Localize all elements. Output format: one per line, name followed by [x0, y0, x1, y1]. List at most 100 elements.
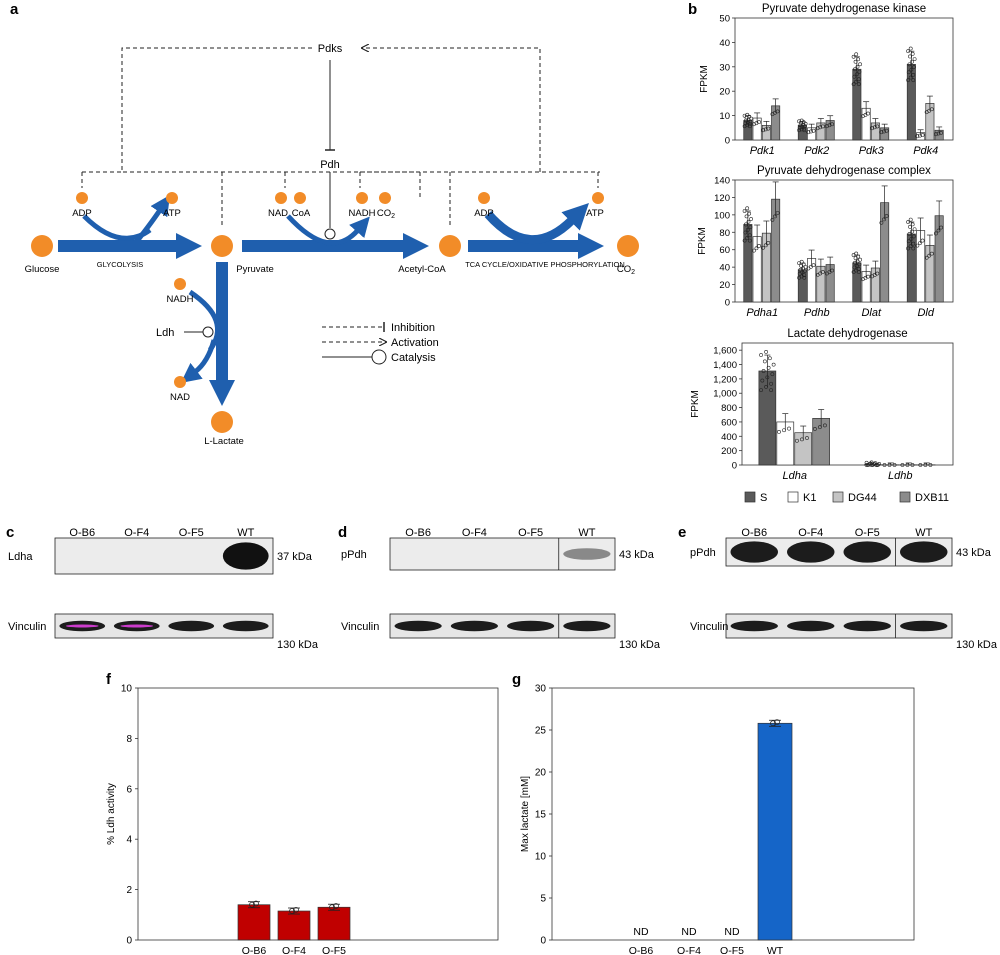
data-point — [761, 369, 766, 373]
data-point — [745, 227, 750, 232]
x-tick-label: O-F5 — [322, 945, 346, 955]
data-point — [908, 217, 913, 222]
blot-label-top: Ldha — [8, 551, 33, 563]
data-point — [817, 425, 822, 430]
acetylcoa-label: Acetyl-CoA — [398, 264, 446, 275]
data-point — [827, 123, 832, 128]
data-point — [882, 217, 886, 222]
y-tick-label: 0 — [725, 298, 730, 309]
data-point — [906, 246, 911, 251]
data-point — [249, 901, 255, 908]
data-point — [918, 241, 922, 245]
lane-label-O-F5: O-F5 — [518, 527, 543, 539]
y-axis-label: FPKM — [699, 65, 710, 93]
pdh-label: Pdh — [320, 159, 340, 171]
data-point — [763, 127, 768, 132]
blot-label-bottom: Vinculin — [690, 621, 728, 633]
data-point — [747, 211, 752, 216]
data-point — [747, 114, 752, 119]
data-point — [910, 51, 915, 56]
data-point — [856, 57, 861, 62]
y-tick-label: 1,600 — [713, 346, 737, 357]
panel-letter-a: a — [10, 1, 19, 18]
data-point — [745, 112, 750, 117]
data-point — [777, 429, 781, 434]
data-point — [830, 268, 834, 273]
band — [222, 620, 269, 632]
value-label: ND — [633, 926, 649, 938]
data-point — [920, 238, 925, 243]
lane-label-WT: WT — [915, 527, 932, 539]
data-point — [289, 908, 295, 914]
atp1-label: ATP — [163, 208, 181, 219]
data-point — [751, 248, 756, 253]
nadh-top-node — [356, 192, 368, 204]
lane-label-O-F4: O-F4 — [462, 527, 487, 539]
lane-label-WT: WT — [237, 527, 254, 539]
data-point — [766, 126, 771, 131]
data-point — [818, 125, 823, 130]
data-point — [920, 133, 925, 137]
data-point — [928, 463, 933, 467]
y-tick-label: 5 — [540, 894, 546, 905]
data-point — [769, 388, 774, 393]
y-tick-label: 200 — [721, 446, 737, 457]
data-point — [815, 126, 820, 131]
atp2-label: ATP — [586, 208, 604, 219]
data-point — [858, 257, 862, 262]
data-point — [782, 428, 786, 433]
data-point — [761, 245, 766, 250]
data-point — [918, 133, 922, 138]
data-point — [936, 228, 941, 233]
y-tick-label: 2 — [126, 885, 132, 896]
y-tick-label: 40 — [719, 38, 730, 49]
data-point — [870, 126, 875, 131]
metabolite-labels: Glucose Pyruvate Acetyl-CoA CO2 L-Lactat… — [25, 208, 636, 447]
data-point — [766, 240, 771, 245]
y-tick-label: 8 — [126, 734, 132, 745]
data-point — [857, 69, 862, 74]
y-tick-label: 1,000 — [713, 389, 737, 400]
data-point — [884, 128, 889, 133]
metabolites — [31, 192, 639, 433]
data-point — [773, 214, 777, 219]
data-point — [900, 463, 905, 467]
data-point — [907, 232, 912, 236]
band — [900, 541, 948, 563]
lane-label-WT: WT — [578, 527, 595, 539]
data-point — [747, 124, 752, 129]
y-tick-label: 120 — [714, 193, 730, 204]
regulation-lines — [81, 48, 600, 225]
chart-title: Lactate dehydrogenase — [787, 328, 907, 340]
data-point — [825, 124, 829, 129]
data-point — [749, 217, 753, 221]
data-point — [830, 122, 834, 127]
atp1-node — [166, 192, 178, 204]
data-point — [770, 372, 775, 377]
panel-letter-e: e — [678, 524, 686, 541]
y-tick-label: 0 — [540, 936, 546, 947]
data-point — [854, 79, 859, 84]
x-tick-label: WT — [767, 945, 784, 955]
band — [730, 541, 778, 563]
panel-letter-f: f — [106, 671, 112, 688]
data-point — [763, 243, 768, 248]
data-point — [823, 423, 827, 428]
lactate-label: L-Lactate — [204, 436, 244, 447]
chart-max-lactate: Max lactate [mM]051015202530O-B6NDO-F4ND… — [520, 684, 915, 955]
glycolysis-label: GLYCOLYSIS — [97, 260, 143, 269]
legend-swatch-DG44 — [832, 491, 844, 503]
data-point — [915, 134, 920, 139]
co2-end-label: CO2 — [617, 264, 635, 276]
y-tick-label: 6 — [126, 784, 132, 795]
y-tick-label: 1,400 — [713, 360, 737, 371]
y-tick-label: 40 — [719, 263, 730, 274]
pathway-legend: Inhibition Activation Catalysis — [322, 322, 439, 365]
bar-O-B6 — [237, 904, 271, 941]
data-point — [787, 426, 791, 431]
data-point — [742, 209, 747, 213]
